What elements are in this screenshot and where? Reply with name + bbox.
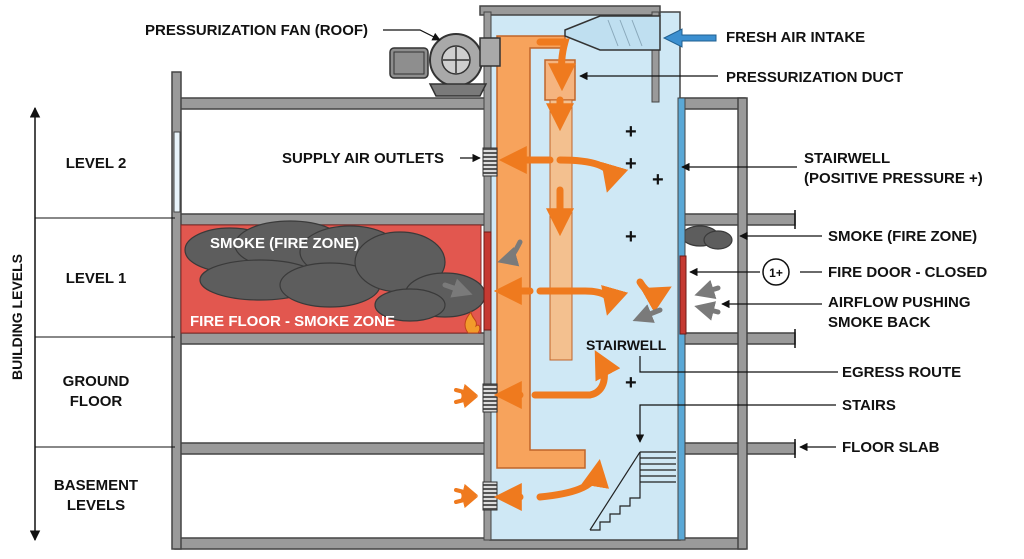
fire-door-badge: 1+	[762, 258, 790, 286]
positive-pressure-signs: + + + + +	[625, 121, 664, 394]
right-exterior-wall	[737, 97, 748, 550]
supply-grille-ground	[482, 383, 498, 413]
callout-lines	[383, 29, 838, 452]
levels-axis: BUILDING LEVELS LEVEL 2 LEVEL 1 GROUND F…	[9, 106, 175, 542]
building-structure	[171, 71, 796, 550]
basement-label-1: BASEMENT	[54, 477, 138, 494]
intake-arrow	[662, 28, 717, 48]
basement-slab-left	[174, 442, 496, 455]
plus-sign-3: +	[652, 169, 664, 191]
level-2-label: LEVEL 2	[66, 155, 127, 172]
fire-door-left	[483, 231, 492, 331]
airflow-arrows	[493, 38, 672, 511]
fresh-air-intake-hood	[564, 15, 661, 51]
building-levels-label: BUILDING LEVELS	[9, 254, 25, 380]
egress-route-label: EGRESS ROUTE	[842, 364, 961, 381]
stairwell-label-1: STAIRWELL	[804, 150, 890, 167]
ground-floor-label-1: GROUND	[63, 373, 130, 390]
supply-grille-basement	[482, 481, 498, 511]
smoke-cloud-right	[681, 225, 733, 250]
smoke-arrows	[442, 239, 721, 323]
airflow-label-2: SMOKE BACK	[828, 314, 931, 331]
ground-slab-left	[174, 332, 496, 345]
plus-sign-5: +	[625, 372, 637, 394]
pressurization-fan-label: PRESSURIZATION FAN (ROOF)	[145, 22, 368, 39]
smoke-fire-zone-right-label: SMOKE (FIRE ZONE)	[828, 228, 977, 245]
stairs-label: STAIRS	[842, 397, 896, 414]
shaft-roof-cap	[479, 5, 661, 16]
airflow-label-1: AIRFLOW PUSHING	[828, 294, 971, 311]
fire-door-label: FIRE DOOR - CLOSED	[828, 264, 987, 281]
stairwell-label-2: (POSITIVE PRESSURE +)	[804, 170, 983, 187]
level-1-label: LEVEL 1	[66, 270, 127, 287]
fire-door	[679, 255, 687, 335]
ground-floor-label-2: FLOOR	[70, 393, 123, 410]
duct-inner-channel	[549, 99, 573, 361]
fresh-air-intake-label: FRESH AIR INTAKE	[726, 29, 865, 46]
plus-sign-4: +	[625, 226, 637, 248]
floor-slab-label: FLOOR SLAB	[842, 439, 940, 456]
level1-slab-left	[174, 213, 496, 226]
plus-sign-2: +	[625, 153, 637, 175]
inlet-arrows	[454, 383, 479, 509]
stairwell-inside-label: STAIRWELL	[586, 337, 667, 353]
window	[173, 131, 181, 213]
smoke-fire-zone-left-label: SMOKE (FIRE ZONE)	[210, 235, 359, 252]
smoke-cloud-left	[184, 220, 486, 322]
pressurization-duct-label: PRESSURIZATION DUCT	[726, 69, 903, 86]
flame-icon	[464, 310, 481, 334]
stairs-graphic	[589, 451, 676, 531]
supply-air-outlets-label: SUPPLY AIR OUTLETS	[282, 150, 444, 167]
fire-floor-label: FIRE FLOOR - SMOKE ZONE	[190, 313, 395, 330]
supply-grille-level2	[482, 147, 498, 177]
fire-door-badge-text: 1+	[769, 266, 783, 280]
basement-label-2: LEVELS	[67, 497, 125, 514]
shaft-top-right-wall	[651, 11, 660, 103]
roof-fan	[389, 33, 501, 97]
plus-sign-1: +	[625, 121, 637, 143]
